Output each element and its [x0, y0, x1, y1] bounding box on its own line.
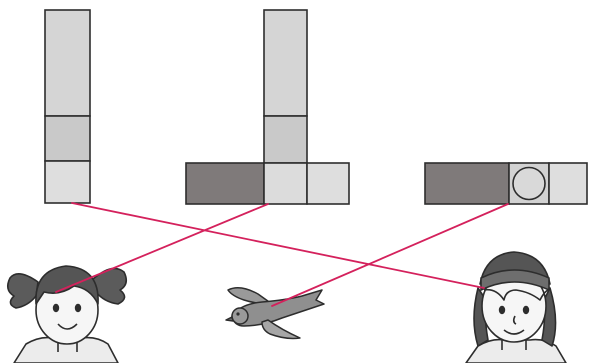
bird-lower-wing — [262, 320, 300, 339]
flying-bird — [226, 288, 324, 339]
horizontal-bar-left-cell — [425, 163, 509, 204]
vertical-bar-top-cell — [45, 10, 90, 116]
horizontal-bar-circle — [513, 168, 545, 200]
inverted-t-center-cell — [264, 163, 307, 204]
girl-left-pigtail — [8, 274, 38, 308]
girl-right-eye — [75, 304, 81, 312]
figure-inverted-t — [186, 10, 349, 204]
match-line-horizontal-bar-to-bird — [272, 204, 508, 306]
bird-eye — [236, 312, 239, 315]
inverted-t-top-cell — [264, 10, 307, 116]
matching-lines — [56, 203, 508, 306]
girl-with-pigtails — [8, 266, 127, 363]
horizontal-bar-right-cell — [549, 163, 587, 204]
kid-left-eye — [499, 306, 505, 314]
figure-vertical-bar — [45, 10, 90, 203]
inverted-t-middle-cell — [264, 116, 307, 163]
inverted-t-left-cell — [186, 163, 264, 204]
bird-head — [232, 308, 248, 324]
match-line-inverted-t-to-girl — [56, 204, 268, 292]
girl-left-eye — [53, 304, 59, 312]
kid-with-headband — [466, 252, 566, 363]
vertical-bar-middle-cell — [45, 116, 90, 161]
kid-right-eye — [523, 306, 529, 314]
vertical-bar-bottom-cell — [45, 161, 90, 203]
figure-horizontal-bar — [425, 163, 587, 204]
inverted-t-right-cell — [307, 163, 349, 204]
bird-beak — [226, 317, 233, 321]
match-line-vertical-bar-to-kid — [72, 203, 484, 288]
